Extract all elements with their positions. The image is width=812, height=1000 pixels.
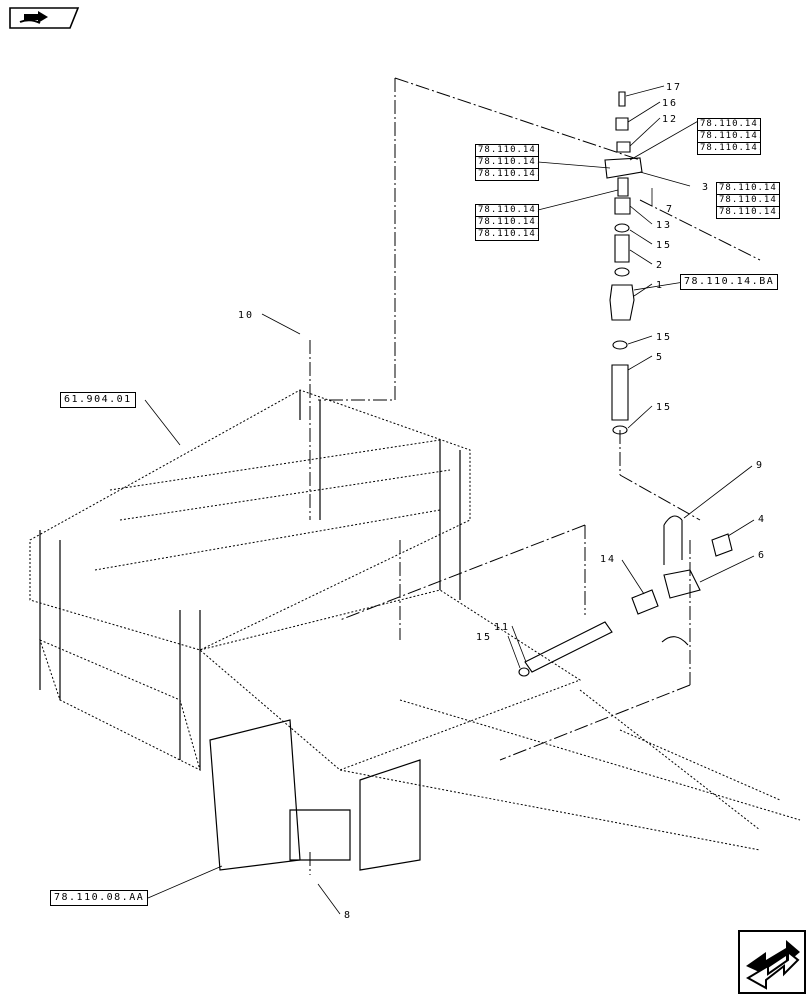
ref-group-top-right[interactable]: 78.110.14.BC 78.110.14.CC 78.110.14.DC <box>697 118 761 155</box>
callout-17: 17 <box>666 82 682 93</box>
ref-link[interactable]: 78.110.14.DE <box>719 207 779 217</box>
callout-3: 3 <box>702 182 710 193</box>
callout-15: 15 <box>476 632 492 643</box>
callout-labels: 17 16 12 3 7 13 15 2 1 15 5 15 10 9 4 6 … <box>238 82 766 921</box>
callout-12: 12 <box>662 114 678 125</box>
ref-bottom[interactable]: 78.110.08.AA <box>50 890 149 906</box>
frame-rails <box>39 390 461 871</box>
ref-link[interactable]: 78.110.14.BD <box>476 205 538 217</box>
ref-link[interactable]: 78.110.14.DC <box>700 143 760 153</box>
callout-13: 13 <box>656 220 672 231</box>
ref-group-right-mid[interactable]: 78.110.14.BE 78.110.14.CE 78.110.14.DE <box>716 182 780 219</box>
hose-assembly <box>518 515 733 677</box>
callout-2: 2 <box>656 260 664 271</box>
valve-stack <box>604 91 643 435</box>
book-arrow-icon[interactable] <box>8 6 80 30</box>
ref-group-left-upper[interactable]: 78.110.14.BB 78.110.14.CB 78.110.14.DA <box>475 144 539 181</box>
callout-6: 6 <box>758 550 766 561</box>
callout-15: 15 <box>656 332 672 343</box>
ref-link[interactable]: 78.110.14.CC <box>698 131 760 143</box>
callout-15: 15 <box>656 402 672 413</box>
ref-group-left-lower[interactable]: 78.110.14.BD 78.110.14.CD 78.110.14.DD <box>475 204 539 241</box>
ref-link[interactable]: 78.110.14.DD <box>478 229 538 239</box>
next-page-arrow-icon[interactable] <box>738 930 806 994</box>
leader-lines <box>144 85 755 915</box>
ref-link[interactable]: 78.110.14.BB <box>476 145 538 157</box>
callout-11: 11 <box>494 622 510 633</box>
callout-8: 8 <box>344 910 352 921</box>
ref-link[interactable]: 78.110.14.CD <box>476 217 538 229</box>
callout-1: 1 <box>656 280 664 291</box>
ref-link[interactable]: 78.110.14.CE <box>717 195 779 207</box>
ref-link[interactable]: 78.110.14.DA <box>478 169 538 179</box>
callout-7: 7 <box>666 204 674 215</box>
callout-5: 5 <box>656 352 664 363</box>
callout-4: 4 <box>758 514 766 525</box>
ref-frame[interactable]: 61.904.01 <box>60 392 136 408</box>
ref-link[interactable]: 78.110.14.BC <box>698 119 760 131</box>
callout-15: 15 <box>656 240 672 251</box>
ref-link[interactable]: 78.110.14.CB <box>476 157 538 169</box>
callout-9: 9 <box>756 460 764 471</box>
ref-valve[interactable]: 78.110.14.BA <box>680 274 779 290</box>
frame-structure <box>29 389 801 851</box>
callout-14: 14 <box>600 554 616 565</box>
ref-link[interactable]: 78.110.14.BE <box>717 183 779 195</box>
callout-10: 10 <box>238 310 254 321</box>
phantom-lines <box>309 77 761 875</box>
callout-16: 16 <box>662 98 678 109</box>
